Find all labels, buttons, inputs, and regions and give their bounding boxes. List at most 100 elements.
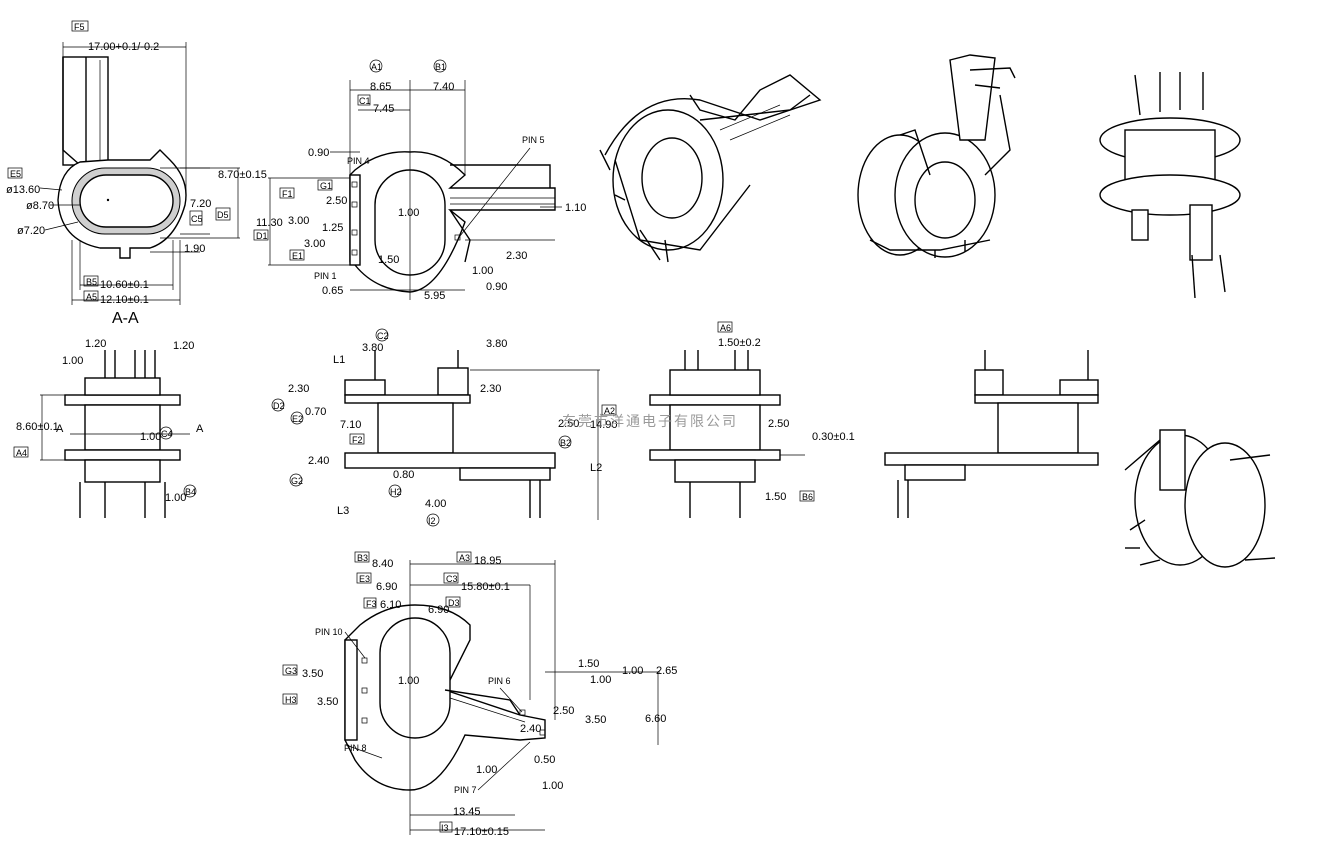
dim-w-1060: 10.60±0.1	[100, 279, 149, 291]
dim-h-870: 8.70±0.15	[218, 169, 267, 181]
dim-1130: 11.30	[256, 217, 283, 229]
dim-710: 7.10	[340, 419, 361, 431]
dim-1580: 15.80±0.1	[461, 581, 510, 593]
front-view-middle: C2 3.80 3.80 L1 2.30 2.30 D2 E2 0.70 7.1…	[271, 328, 618, 527]
side-view-right: A6 1.50±0.2 2.50 0.30±0.1 1.50 B6	[649, 321, 855, 518]
dim-860: 8.60±0.1	[16, 421, 59, 433]
ref-f1: F1	[282, 189, 293, 199]
dim-740: 7.40	[433, 81, 454, 93]
dim-380a: 3.80	[362, 342, 383, 354]
dim-h-720: 7.20	[190, 198, 211, 210]
dim-100b: 1.00	[472, 265, 493, 277]
ref-i3: I3	[441, 823, 449, 833]
ref-h2: H2	[390, 487, 402, 497]
ref-e5: E5	[10, 169, 21, 179]
dim-l1: L1	[333, 354, 345, 366]
ref-d5: D5	[217, 210, 229, 220]
dim-100b: 1.00	[140, 431, 161, 443]
iso-view-2	[857, 54, 1016, 258]
dim-240: 2.40	[308, 455, 329, 467]
dim-090b: 0.90	[486, 281, 507, 293]
dim-1710: 17.10±0.15	[454, 826, 509, 838]
dim-840: 8.40	[372, 558, 393, 570]
dim-120b: 1.20	[173, 340, 194, 352]
pin7-label: PIN 7	[454, 785, 477, 795]
dim-230b: 2.30	[480, 383, 501, 395]
ref-b3: B3	[357, 553, 368, 563]
ref-c3: C3	[446, 574, 458, 584]
ref-b6: B6	[802, 492, 813, 502]
ref-a3: A3	[459, 553, 470, 563]
ref-b2: B2	[560, 438, 571, 448]
dim-250: 2.50	[326, 195, 347, 207]
ref-g1: G1	[320, 181, 332, 191]
dim-070: 0.70	[305, 406, 326, 418]
dim-120a: 1.20	[85, 338, 106, 350]
ref-g2: G2	[291, 476, 303, 486]
dim-690b: 6.90	[428, 604, 449, 616]
dim-150: 1.50	[378, 254, 399, 266]
dim-660: 6.60	[645, 713, 666, 725]
dim-350b: 3.50	[317, 696, 338, 708]
section-a-right: A	[196, 423, 204, 435]
dim-300a: 3.00	[288, 215, 309, 227]
dim-w-1210: 12.10±0.1	[100, 294, 149, 306]
dim-240: 2.40	[520, 723, 541, 735]
dim-265: 2.65	[656, 665, 677, 677]
dim-gap-190: 1.90	[184, 243, 205, 255]
dim-080: 0.80	[393, 469, 414, 481]
ref-b1: B1	[435, 62, 446, 72]
pin10-label: PIN 10	[315, 627, 343, 637]
ref-e1: E1	[292, 251, 303, 261]
ref-d3: D3	[448, 598, 460, 608]
dim-745: 7.45	[373, 103, 394, 115]
ref-g3: G3	[285, 666, 297, 676]
dim-350a: 3.50	[302, 668, 323, 680]
dim-230a: 2.30	[288, 383, 309, 395]
ref-f3: F3	[366, 599, 377, 609]
dim-300b: 3.00	[304, 238, 325, 250]
dim-250: 2.50	[768, 418, 789, 430]
dim-d-outer: ø13.60	[6, 184, 40, 196]
pin1-label: PIN 1	[314, 271, 337, 281]
iso-view-3	[1099, 72, 1241, 299]
dim-350c: 3.50	[585, 714, 606, 726]
dim-065: 0.65	[322, 285, 343, 297]
section-title: A-A	[112, 310, 139, 327]
dim-top-width: 17.00+0.1/-0.2	[88, 41, 159, 53]
side-view-plain	[884, 350, 1099, 518]
dim-100a: 1.00	[62, 355, 83, 367]
dim-230: 2.30	[506, 250, 527, 262]
dim-110: 1.10	[565, 202, 586, 214]
top-view: A1 B1 8.65 7.40 C1 7.45 0.90 PIN 4 G1 F1…	[253, 59, 586, 302]
dim-125: 1.25	[322, 222, 343, 234]
ref-a2: A2	[604, 406, 615, 416]
iso-view-1	[599, 74, 822, 263]
dim-100c: 1.00	[398, 675, 419, 687]
dim-865: 8.65	[370, 81, 391, 93]
dim-250: 2.50	[553, 705, 574, 717]
ref-f2: F2	[352, 435, 363, 445]
ref-c4: C4	[161, 429, 173, 439]
dim-090a: 0.90	[308, 147, 329, 159]
dim-100b: 1.00	[590, 674, 611, 686]
pin5-label: PIN 5	[522, 135, 545, 145]
dim-250: 2.50	[558, 418, 579, 430]
ref-i2: I2	[428, 516, 436, 526]
dim-l2: L2	[590, 462, 602, 474]
pin6-label: PIN 6	[488, 676, 511, 686]
ref-a4: A4	[16, 448, 27, 458]
ref-c2: C2	[377, 331, 389, 341]
dim-1490: 14.90	[590, 419, 618, 431]
dim-150b: 1.50	[765, 491, 786, 503]
section-view-aa: 17.00+0.1/-0.2 F5 E5 ø13.60 ø8.70 ø7.20 …	[6, 20, 267, 327]
dim-d-inner: ø7.20	[17, 225, 45, 237]
dim-380b: 3.80	[486, 338, 507, 350]
dim-100d: 1.00	[476, 764, 497, 776]
dim-100c: 1.00	[165, 492, 186, 504]
ref-c5: C5	[191, 214, 203, 224]
dim-150a: 1.50±0.2	[718, 337, 761, 349]
section-a-left: A	[56, 423, 64, 435]
